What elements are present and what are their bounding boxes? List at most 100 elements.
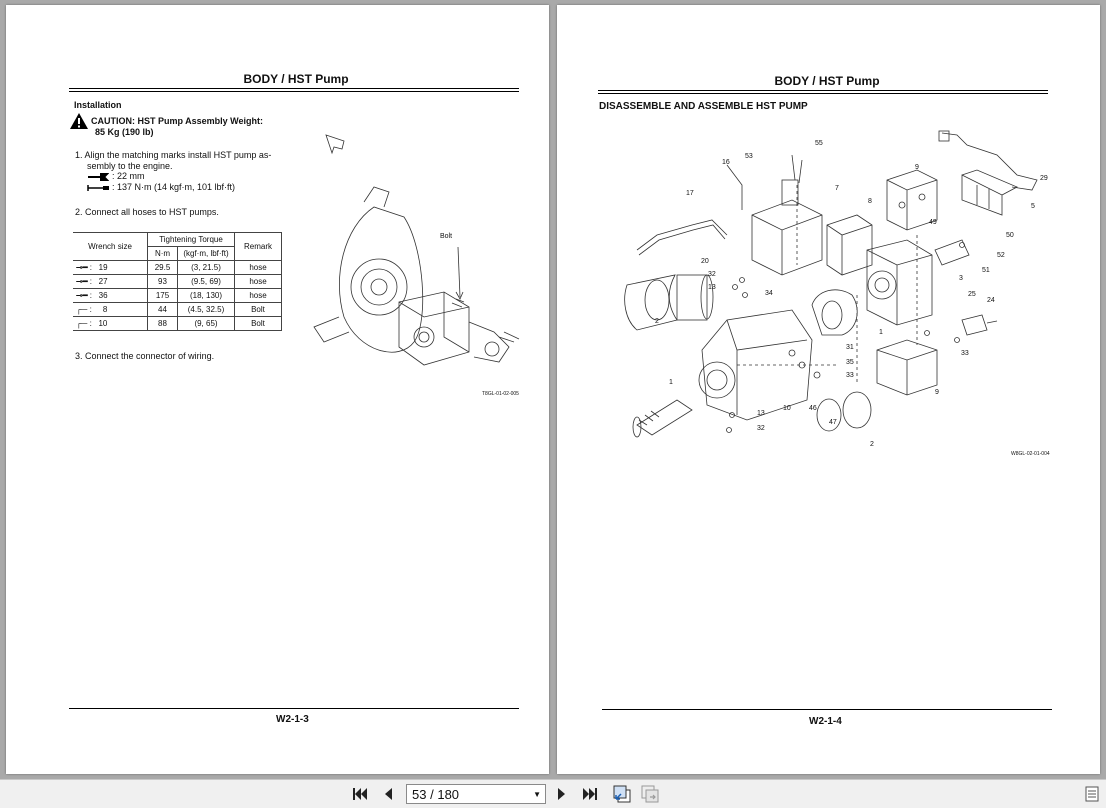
page-number-selector[interactable]: 53 / 180 ▼ [406, 784, 546, 804]
table-cell-kgf: (9.5, 69) [177, 274, 235, 289]
header-rule [69, 91, 519, 92]
caution-icon [70, 113, 88, 129]
wrench-icon: ⊸━ [76, 277, 88, 286]
forward-view-icon [641, 785, 659, 803]
section-heading: Installation [74, 100, 122, 110]
table-cell-remark: hose [234, 260, 282, 275]
table-cell-remark: hose [234, 288, 282, 303]
callout-label: 2 [870, 441, 874, 448]
step-1-text-cont: sembly to the engine. [87, 161, 173, 171]
last-page-icon [583, 788, 597, 800]
callout-label: 34 [765, 290, 773, 297]
callout-label: 35 [846, 359, 854, 366]
table-row: ⊸━ : 27 93 (9.5, 69) hose [73, 274, 282, 289]
callout-label: 1 [879, 329, 883, 336]
step-1-text: 1. Align the matching marks install HST … [75, 150, 272, 160]
callout-label: 1 [669, 379, 673, 386]
figure-code: W8GL-02-01-004 [1011, 451, 1050, 457]
wrench-icon: ⊸━ [76, 263, 88, 272]
page-number-footer: W2-1-3 [276, 714, 309, 725]
callout-label: 5 [1031, 203, 1035, 210]
table-row: ⊸━ : 19 29.5 (3, 21.5) hose [73, 260, 282, 275]
table-cell-nm: 44 [147, 302, 178, 317]
chevron-down-icon: ▼ [533, 790, 541, 799]
caution-text: CAUTION: HST Pump Assembly Weight: [91, 116, 264, 126]
callout-label: 13 [757, 410, 765, 417]
callout-label: 51 [982, 267, 990, 274]
table-cell-kgf: (18, 130) [177, 288, 235, 303]
callout-label: 17 [686, 190, 694, 197]
last-page-button[interactable] [580, 784, 600, 804]
first-page-icon [353, 788, 367, 800]
callout-label: 24 [987, 297, 995, 304]
table-header-kgf: (kgf·m, lbf·ft) [177, 246, 235, 261]
table-cell-size: 27 [98, 277, 108, 286]
header-rule [69, 88, 519, 89]
table-cell-remark: Bolt [234, 316, 282, 331]
torque-table: Wrench size Tightening Torque Remark N·m… [73, 232, 282, 331]
go-back-view-button[interactable] [612, 784, 632, 804]
table-header-nm: N·m [147, 246, 178, 261]
page-separator: / [430, 787, 434, 802]
callout-label: 33 [846, 372, 854, 379]
table-cell-nm: 29.5 [147, 260, 178, 275]
callout-label: 32 [757, 425, 765, 432]
callout-label: 16 [722, 159, 730, 166]
page-layout-button[interactable] [1082, 784, 1102, 804]
page-header-title: BODY / HST Pump [774, 74, 880, 88]
callout-label: 32 [708, 271, 716, 278]
figure-code: T8GL-01-02-005 [482, 391, 519, 397]
next-page-button[interactable] [552, 784, 572, 804]
footer-rule [602, 709, 1052, 710]
table-cell-size: 10 [98, 319, 108, 328]
table-cell-size: 8 [102, 305, 108, 314]
table-header-remark: Remark [234, 232, 282, 261]
wrench-icon [88, 173, 109, 181]
callout-label: 53 [745, 153, 753, 160]
step-3-text: 3. Connect the connector of wiring. [75, 351, 215, 361]
go-forward-view-button[interactable] [640, 784, 660, 804]
hex-key-icon: ┌─ [76, 305, 88, 314]
callout-label: 47 [829, 419, 837, 426]
table-cell-nm: 88 [147, 316, 178, 331]
first-page-button[interactable] [350, 784, 370, 804]
callout-label: 10 [783, 405, 791, 412]
table-cell-remark: Bolt [234, 302, 282, 317]
hex-key-icon: ┌─ [76, 319, 88, 328]
document-icon [1085, 786, 1099, 802]
previous-page-button[interactable] [378, 784, 398, 804]
callout-label: 2 [655, 318, 659, 325]
callout-label: 20 [701, 258, 709, 265]
table-cell-remark: hose [234, 274, 282, 289]
page-header-title: BODY / HST Pump [243, 72, 349, 86]
section-heading: DISASSEMBLE AND ASSEMBLE HST PUMP [599, 101, 808, 112]
callout-label: 9 [935, 389, 939, 396]
step-1-torque: : 137 N·m (14 kgf·m, 101 lbf·ft) [112, 182, 236, 192]
table-cell-nm: 93 [147, 274, 178, 289]
table-cell-kgf: (9, 65) [177, 316, 235, 331]
footer-rule [69, 708, 519, 709]
callout-label: 29 [1040, 175, 1048, 182]
document-page-right: BODY / HST Pump DISASSEMBLE AND ASSEMBLE… [557, 5, 1100, 774]
callout-label: 50 [1006, 232, 1014, 239]
table-header-torque: Tightening Torque [147, 232, 235, 247]
page-number-footer: W2-1-4 [809, 716, 842, 727]
wrench-icon: ⊸━ [76, 291, 88, 300]
table-cell-kgf: (4.5, 32.5) [177, 302, 235, 317]
callout-label: 31 [846, 344, 854, 351]
step-2-text: 2. Connect all hoses to HST pumps. [75, 207, 219, 217]
table-row: ┌─ : 10 88 (9, 65) Bolt [73, 316, 282, 331]
installation-figure [313, 134, 520, 366]
callout-label: 25 [968, 291, 976, 298]
current-page-number: 53 [412, 787, 427, 802]
table-row: ⊸━ : 36 175 (18, 130) hose [73, 288, 282, 303]
table-cell-size: 19 [98, 263, 108, 272]
step-1-wrench-size: : 22 mm [112, 171, 145, 181]
table-cell-kgf: (3, 21.5) [177, 260, 235, 275]
callout-label: 49 [929, 219, 937, 226]
torque-wrench-icon [87, 185, 109, 191]
figure-label-bolt: Bolt [440, 233, 453, 240]
callout-label: 46 [809, 405, 817, 412]
table-header-wrench: Wrench size [73, 232, 148, 261]
exploded-view-figure [624, 130, 1038, 438]
